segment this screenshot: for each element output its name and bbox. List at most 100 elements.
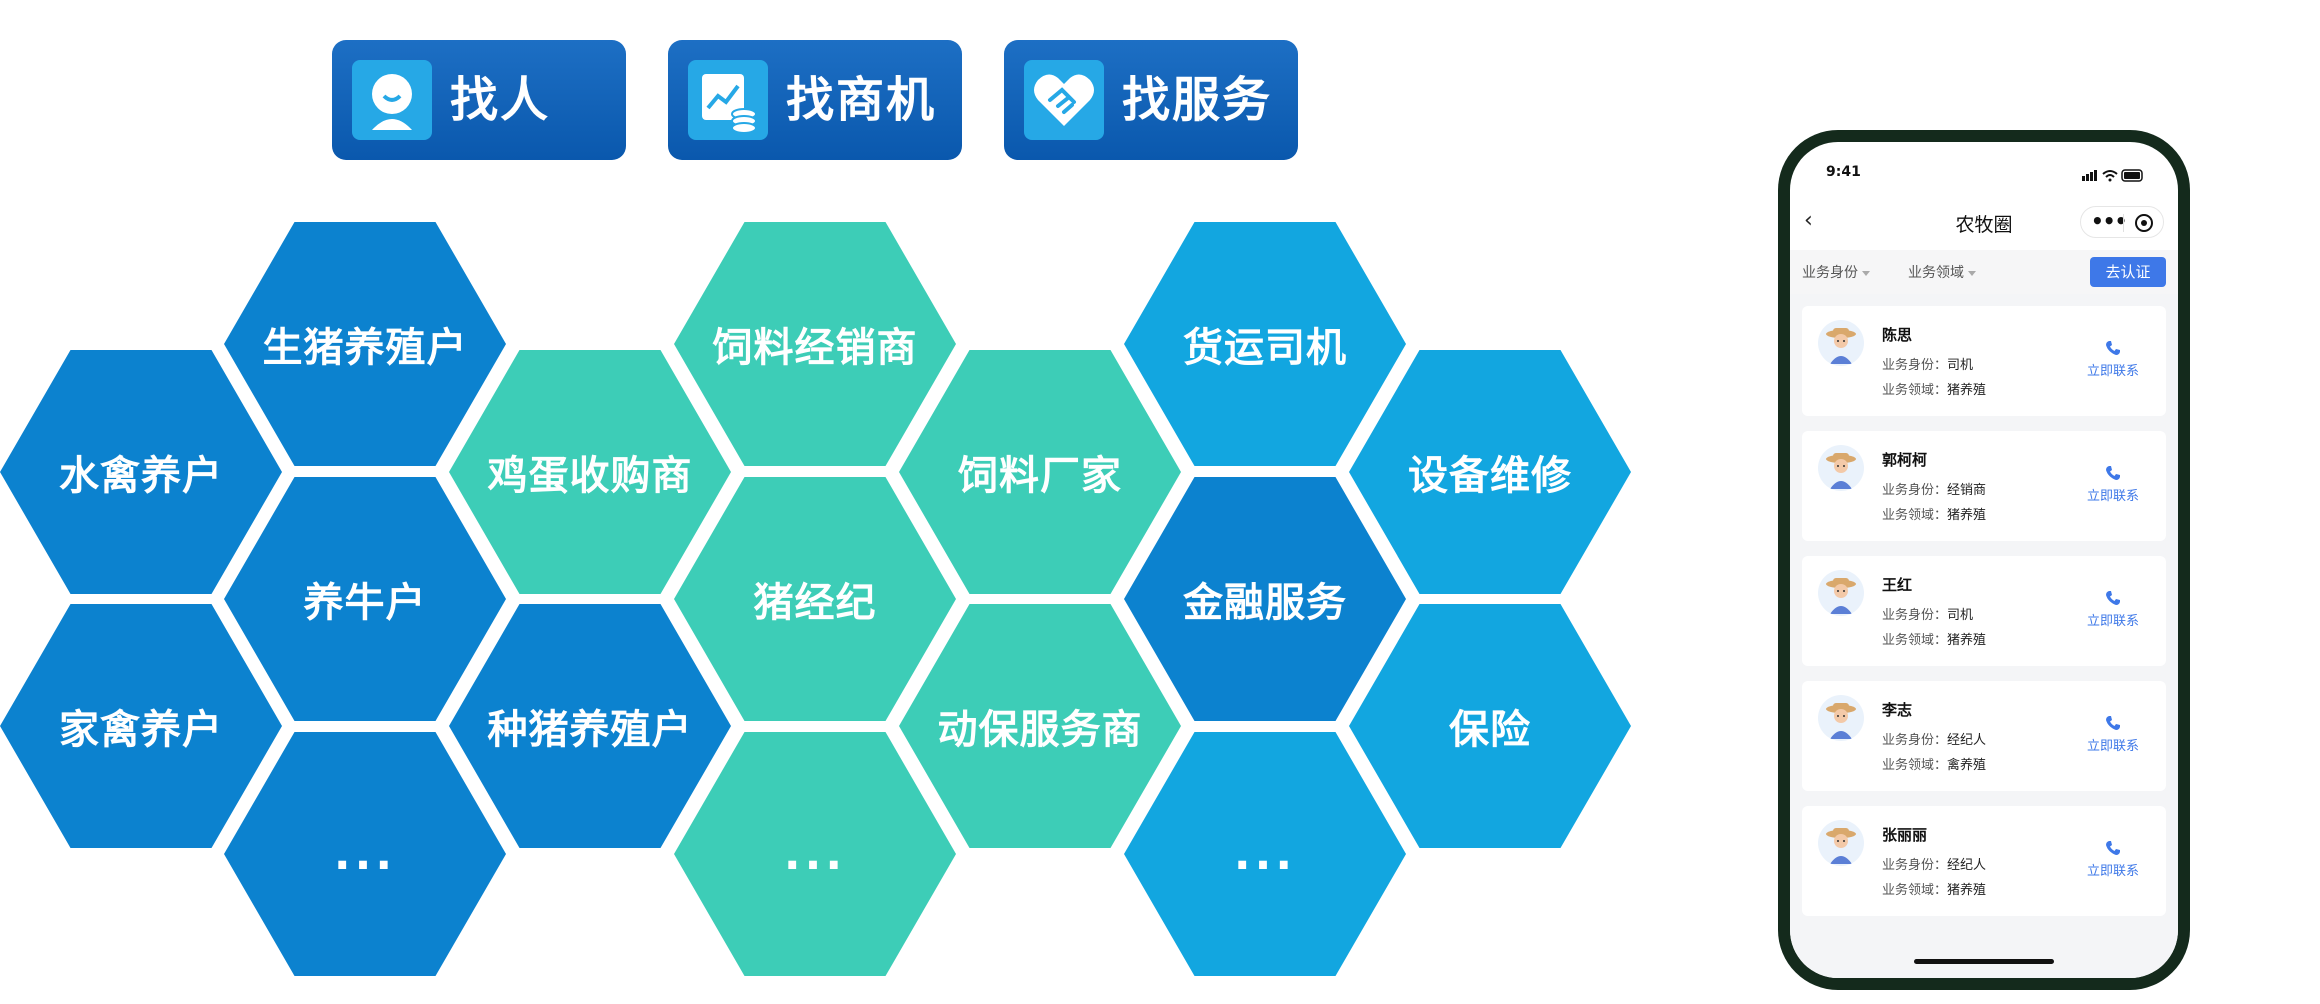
hex-egg-buyer[interactable]: 鸡蛋收购商 [449,350,731,594]
contact-now-button[interactable]: 立即联系 [2078,715,2148,754]
phone-call-icon [2106,466,2120,480]
dropdown-arrow-icon [1968,270,1976,276]
role-label: 业务身份： [1882,483,1948,498]
contact-card[interactable]: 陈思业务身份：司机业务领域：猪养殖立即联系 [1802,306,2166,416]
contact-now-label: 立即联系 [2086,739,2139,754]
contact-role: 业务身份：司机 [1882,354,1973,373]
role-value: 司机 [1947,358,1974,373]
contact-now-button[interactable]: 立即联系 [2078,465,2148,504]
contact-domain: 业务领域：猪养殖 [1882,629,1986,648]
filter-business-role-label: 业务身份 [1802,265,1858,281]
contact-name: 王红 [1882,576,1913,594]
role-value: 经纪人 [1947,733,1987,748]
contact-name: 张丽丽 [1882,826,1928,844]
role-value: 经销商 [1947,483,1987,498]
role-label: 业务身份： [1882,358,1948,373]
contact-now-label: 立即联系 [2086,614,2139,629]
contact-card[interactable]: 郭柯柯业务身份：经销商业务领域：猪养殖立即联系 [1802,431,2166,541]
page-title: 农牧圈 [1955,214,2013,236]
contact-role: 业务身份：经纪人 [1882,854,1986,873]
handshake-heart-icon [1024,60,1104,140]
hex-cattle-farmer[interactable]: 养牛户 [224,477,506,721]
domain-label: 业务领域： [1882,758,1948,773]
filter-business-role[interactable]: 业务身份 [1802,262,1870,282]
avatar [1818,320,1864,366]
home-indicator [1914,959,2054,964]
contact-domain: 业务领域：猪养殖 [1882,504,1986,523]
hex-poultry-farmer[interactable]: 家禽养户 [0,604,282,848]
contact-card[interactable]: 王红业务身份：司机业务领域：猪养殖立即联系 [1802,556,2166,666]
hex-more-services[interactable]: ... [1124,732,1406,976]
role-value: 司机 [1947,608,1974,623]
back-icon[interactable]: ‹ [1804,208,1813,233]
status-time: 9:41 [1826,164,1861,180]
contact-now-label: 立即联系 [2086,864,2139,879]
find-service-button[interactable]: 找服务 [1004,40,1298,160]
contact-now-button[interactable]: 立即联系 [2078,590,2148,629]
domain-value: 猪养殖 [1947,508,1987,523]
role-label: 业务身份： [1882,858,1948,873]
contact-domain: 业务领域：禽养殖 [1882,754,1986,773]
hex-pig-broker[interactable]: 猪经纪 [674,477,956,721]
phone-call-icon [2106,716,2120,730]
avatar [1818,695,1864,741]
status-bar: 9:41 [1790,164,2178,188]
domain-value: 禽养殖 [1947,758,1987,773]
hex-feed-manufacturer[interactable]: 饲料厂家 [899,350,1181,594]
role-label: 业务身份： [1882,733,1948,748]
more-icon[interactable]: ••• [2091,209,2127,233]
phone-mockup: 9:41 ‹ 农牧圈 ••• 业务身份 业务领域 去认证 [1778,130,2190,990]
contact-domain: 业务领域：猪养殖 [1882,879,1986,898]
find-business-label: 找商机 [786,72,937,128]
hex-more-traders[interactable]: ... [674,732,956,976]
avatar [1818,445,1864,491]
hex-equipment-repair[interactable]: 设备维修 [1349,350,1631,594]
hex-breeding-pig-farmer[interactable]: 种猪养殖户 [449,604,731,848]
hex-pig-farmer[interactable]: 生猪养殖户 [224,222,506,466]
role-label: 业务身份： [1882,608,1948,623]
phone-call-icon [2106,591,2120,605]
contact-now-label: 立即联系 [2086,489,2139,504]
filter-bar: 业务身份 业务领域 去认证 [1790,250,2178,294]
find-service-label: 找服务 [1122,72,1273,128]
contact-card[interactable]: 张丽丽业务身份：经纪人业务领域：猪养殖立即联系 [1802,806,2166,916]
domain-value: 猪养殖 [1947,633,1987,648]
mini-program-capsule: ••• [2080,206,2164,238]
domain-value: 猪养殖 [1947,883,1987,898]
hex-feed-dealer[interactable]: 饲料经销商 [674,222,956,466]
domain-label: 业务领域： [1882,383,1948,398]
find-people-button[interactable]: 找人 [332,40,626,160]
hex-financial-service[interactable]: 金融服务 [1124,477,1406,721]
contact-role: 业务身份：经纪人 [1882,729,1986,748]
chart-coins-icon [688,60,768,140]
hex-more-farmers[interactable]: ... [224,732,506,976]
filter-business-domain-label: 业务领域 [1908,265,1964,281]
contact-name: 郭柯柯 [1882,451,1928,469]
role-value: 经纪人 [1947,858,1987,873]
contact-domain: 业务领域：猪养殖 [1882,379,1986,398]
close-target-icon[interactable] [2135,214,2153,232]
find-business-button[interactable]: 找商机 [668,40,962,160]
contact-now-button[interactable]: 立即联系 [2078,340,2148,379]
hex-animal-health-provider[interactable]: 动保服务商 [899,604,1181,848]
contact-name: 陈思 [1882,326,1913,344]
certify-button[interactable]: 去认证 [2090,257,2166,287]
phone-call-icon [2106,841,2120,855]
contact-now-button[interactable]: 立即联系 [2078,840,2148,879]
contact-list: 陈思业务身份：司机业务领域：猪养殖立即联系郭柯柯业务身份：经销商业务领域：猪养殖… [1790,294,2178,978]
hex-insurance[interactable]: 保险 [1349,604,1631,848]
find-people-label: 找人 [450,72,551,128]
domain-label: 业务领域： [1882,633,1948,648]
hex-waterfowl-farmer[interactable]: 水禽养户 [0,350,282,594]
domain-label: 业务领域： [1882,883,1948,898]
dropdown-arrow-icon [1862,270,1870,276]
contact-role: 业务身份：司机 [1882,604,1973,623]
contact-role: 业务身份：经销商 [1882,479,1986,498]
domain-label: 业务领域： [1882,508,1948,523]
filter-business-domain[interactable]: 业务领域 [1908,262,1976,282]
capsule-divider [2123,214,2124,232]
avatar [1818,820,1864,866]
contact-card[interactable]: 李志业务身份：经纪人业务领域：禽养殖立即联系 [1802,681,2166,791]
domain-value: 猪养殖 [1947,383,1987,398]
hex-freight-driver[interactable]: 货运司机 [1124,222,1406,466]
